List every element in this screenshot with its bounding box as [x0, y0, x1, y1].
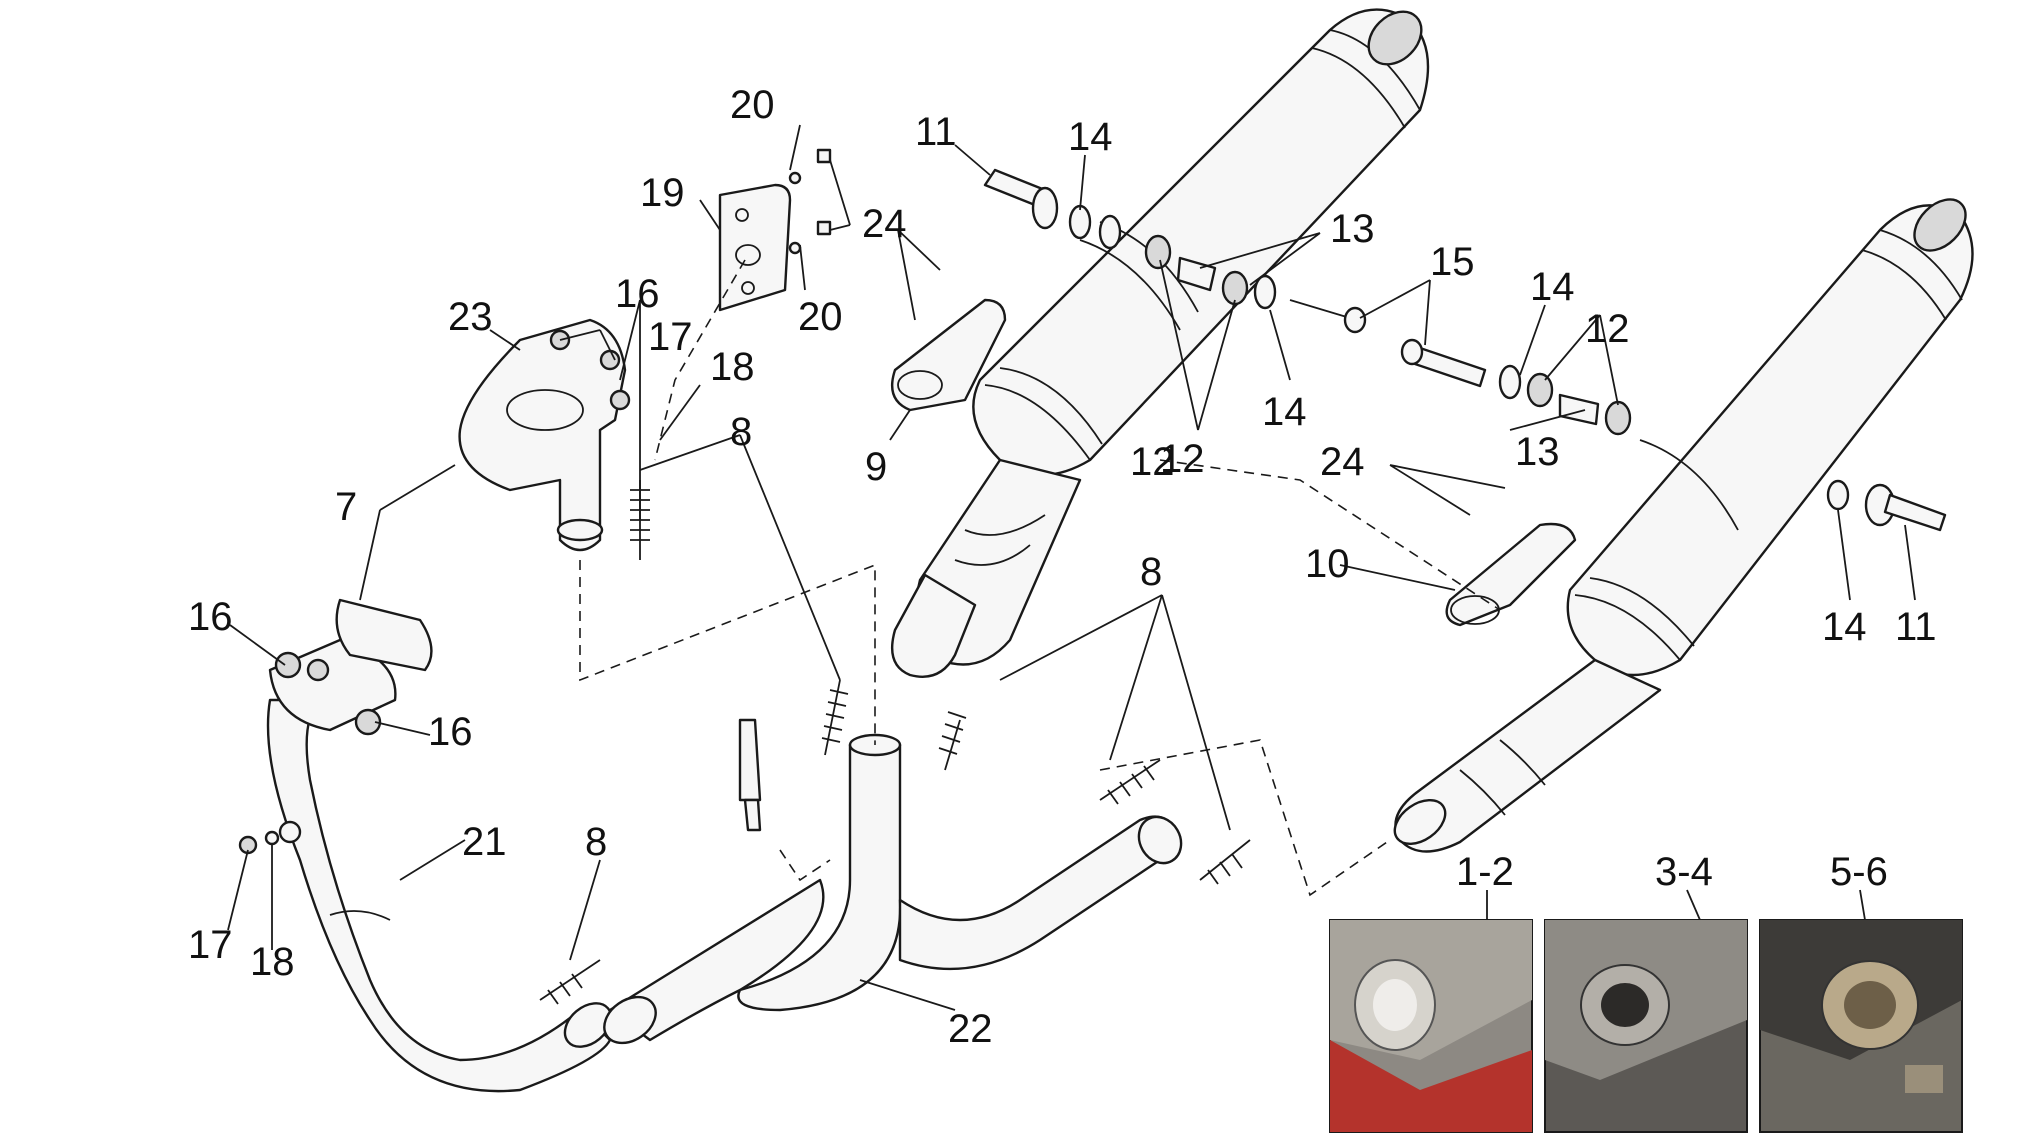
hardware-set — [983, 168, 1947, 532]
callout-13-lower: 13 — [1515, 430, 1560, 474]
callout-24-right: 24 — [1320, 440, 1365, 484]
springs-8 — [539, 480, 1251, 1005]
header-pipe-21 — [238, 598, 613, 1093]
leader-lines — [227, 124, 1916, 1011]
callout-16-right: 16 — [428, 710, 473, 754]
callout-22: 22 — [948, 1007, 993, 1051]
callout-23: 23 — [448, 295, 493, 339]
callout-17-lower: 17 — [188, 923, 233, 967]
callout-13-upper: 13 — [1330, 207, 1375, 251]
bracket-19 — [718, 148, 832, 312]
callout-20-lower: 20 — [798, 295, 843, 339]
callout-9: 9 — [865, 445, 887, 489]
callout-16-upper: 16 — [615, 272, 660, 316]
callout-1-2: 1-2 — [1456, 850, 1514, 894]
callout-labels: 1-2 3-4 5-6 11 14 13 15 14 12 14 12 13 2… — [188, 83, 1937, 1051]
callout-14-lower-right: 14 — [1822, 605, 1867, 649]
photo-3-4 — [1544, 919, 1748, 1133]
callout-10: 10 — [1305, 542, 1350, 586]
callout-8-lower: 8 — [585, 820, 607, 864]
heat-shield-10 — [1445, 522, 1577, 627]
assembly-lines — [579, 259, 1501, 897]
callout-16-left: 16 — [188, 595, 233, 639]
callout-19: 19 — [640, 171, 685, 215]
callout-14-upper: 14 — [1068, 115, 1113, 159]
callout-12-right: 12 — [1585, 307, 1630, 351]
callout-8-upper: 8 — [730, 410, 752, 454]
callout-11-lower: 11 — [1895, 605, 1937, 649]
photo-1-2 — [1329, 919, 1533, 1133]
callout-11-upper: 11 — [915, 110, 957, 154]
callout-14-mid: 14 — [1530, 265, 1575, 309]
callout-14-lower-left: 14 — [1262, 390, 1307, 434]
callout-7: 7 — [335, 485, 357, 529]
callout-15: 15 — [1430, 240, 1475, 284]
callout-17-upper: 17 — [648, 315, 693, 359]
callout-18-upper: 18 — [710, 345, 755, 389]
callout-12-lower: 12 — [1130, 440, 1175, 484]
callout-21: 21 — [462, 820, 507, 864]
callout-18-lower: 18 — [250, 940, 295, 984]
callout-12-upper: 12 — [1160, 437, 1205, 481]
muffler-right — [1393, 198, 1974, 853]
callout-5-6: 5-6 — [1830, 850, 1888, 894]
manifold-flange — [458, 318, 631, 552]
photo-5-6 — [1759, 919, 1963, 1133]
callout-20-upper: 20 — [730, 83, 775, 127]
collector-22 — [603, 718, 1183, 1045]
heat-shield-9 — [890, 298, 1007, 412]
callout-8-right: 8 — [1140, 550, 1162, 594]
callout-3-4: 3-4 — [1655, 850, 1713, 894]
callout-24-left: 24 — [862, 202, 907, 246]
